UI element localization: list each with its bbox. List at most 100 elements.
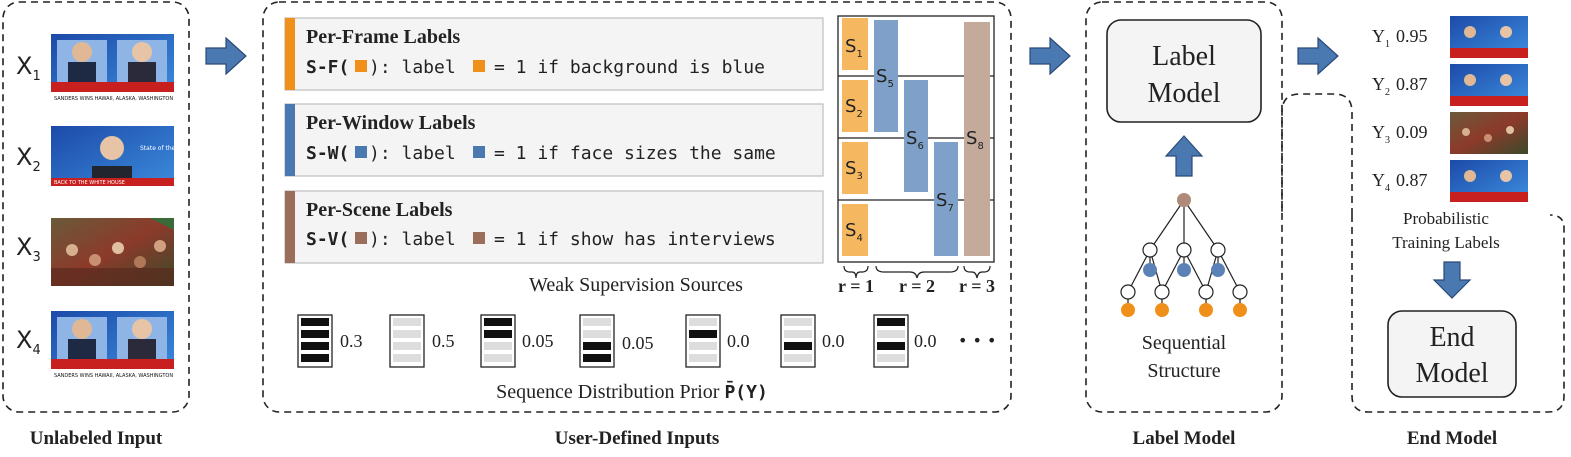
- input-x4-label: X4: [16, 326, 41, 358]
- input-x2-caption: BACK TO THE WHITE HOUSE: [54, 180, 125, 186]
- per-frame-rule: = 1 if background is blue: [494, 57, 765, 78]
- source-s8-bar: [964, 22, 990, 256]
- arrow-up-icon: [1164, 135, 1204, 177]
- window-swatch-icon-2: [473, 146, 485, 158]
- per-scene-labels-box: Per-Scene Labels S-V( ): label = 1 if sh…: [284, 190, 824, 264]
- source-s6-label: S6: [906, 128, 924, 152]
- input-x1: X1 SANDERS WINS HAWAII, ALASKA, WASHINGT…: [16, 34, 174, 102]
- outputs-caption-line2: Training Labels: [1392, 233, 1500, 252]
- unlabeled-input-title: Unlabeled Input: [30, 428, 163, 449]
- hidden-node-3: [1210, 242, 1226, 258]
- prior-seq-2: 0.5: [389, 314, 455, 368]
- resolution-r3: r = 3: [959, 276, 995, 296]
- unlabeled-input-panel: [2, 1, 190, 413]
- label-model-box: [1106, 19, 1262, 123]
- priors-ellipsis: • • •: [958, 331, 996, 350]
- per-frame-labels-box: Per-Frame Labels S-F( ): label = 1 if ba…: [284, 17, 824, 91]
- frame-node-2: [1155, 303, 1169, 317]
- per-window-code: S-W(: [306, 143, 349, 164]
- input-x1-thumbnail: SANDERS WINS HAWAII, ALASKA, WASHINGTON: [51, 34, 174, 102]
- window-node-1: [1143, 263, 1157, 277]
- input-x3: X3: [16, 218, 174, 286]
- source-s2-bar: [842, 80, 868, 132]
- arrow-right-icon-2: [1029, 36, 1071, 76]
- per-window-title: Per-Window Labels: [306, 112, 476, 134]
- prior-seq-1: 0.3: [297, 314, 363, 368]
- resolution-r1: r = 1: [838, 276, 874, 296]
- per-frame-title: Per-Frame Labels: [306, 26, 460, 48]
- prior-seq-3-value: 0.05: [522, 331, 554, 351]
- window-node-3: [1211, 263, 1225, 277]
- user-defined-inputs-title: User-Defined Inputs: [555, 428, 720, 449]
- graph-nodes: [1120, 193, 1248, 317]
- input-x2: X2 State of the UNION BACK TO THE WHITE …: [16, 126, 197, 194]
- user-defined-inputs-panel: [262, 1, 1012, 413]
- arrow-right-icon-3: [1297, 36, 1339, 76]
- per-scene-code: S-V(: [306, 229, 349, 250]
- root-node: [1177, 193, 1191, 207]
- hidden-node-1: [1142, 242, 1158, 258]
- input-x1-label: X1: [16, 52, 41, 84]
- input-x2-label: X2: [16, 143, 41, 175]
- source-s3-bar: [842, 142, 868, 194]
- end-model-box-line2: Model: [1415, 358, 1488, 389]
- source-s6-bar: [904, 80, 928, 192]
- input-x3-thumbnail: [51, 218, 174, 286]
- frame-node-1: [1121, 303, 1135, 317]
- prior-seq-6: 0.0: [780, 314, 845, 368]
- arrow-down-icon: [1432, 261, 1472, 299]
- prior-seq-7-value: 0.0: [914, 331, 937, 351]
- scene-swatch-icon-2: [473, 232, 485, 244]
- prior-seq-5: 0.0: [685, 314, 750, 368]
- prior-seq-7: 0.0: [873, 314, 937, 368]
- per-frame-code: S-F(: [306, 57, 349, 78]
- scene-swatch-icon: [355, 232, 367, 244]
- frame-node-3: [1199, 303, 1213, 317]
- per-window-rule: = 1 if face sizes the same: [494, 143, 776, 164]
- prior-seq-3: 0.05: [480, 314, 554, 368]
- label-model-title: Label Model: [1133, 428, 1236, 449]
- source-s5-label: S5: [876, 66, 894, 90]
- input-x4: X4 SANDERS WINS HAWAII, ALASKA, WASHINGT…: [16, 311, 174, 379]
- source-s8-label: S8: [966, 128, 984, 152]
- brace-r1: [843, 265, 869, 279]
- weak-supervision-caption: Weak Supervision Sources: [529, 274, 743, 296]
- prior-caption: Sequence Distribution Prior P̄(Y): [496, 381, 768, 403]
- prior-seq-1-value: 0.3: [340, 331, 363, 351]
- prior-seq-2-value: 0.5: [432, 331, 455, 351]
- window-node-2: [1177, 263, 1191, 277]
- weak-supervision-sources-diagram: S1 S2 S3 S4 S5 S6 S7 S8 r = 1 r = 2 r = …: [837, 15, 995, 296]
- frame-hidden-4: [1232, 284, 1248, 300]
- end-model-title: End Model: [1407, 428, 1497, 449]
- source-s2-label: S2: [845, 96, 863, 120]
- frame-swatch-icon-2: [473, 60, 485, 72]
- brace-r2: [875, 265, 959, 279]
- frame-swatch-icon: [355, 60, 367, 72]
- input-x4-thumbnail: SANDERS WINS HAWAII, ALASKA, WASHINGTON: [51, 311, 174, 379]
- source-s1-bar: [842, 18, 868, 70]
- input-x4-caption: SANDERS WINS HAWAII, ALASKA, WASHINGTON: [54, 373, 173, 379]
- source-s7-label: S7: [936, 190, 954, 214]
- source-s7-bar: [934, 142, 958, 256]
- frame-hidden-3: [1198, 284, 1214, 300]
- end-model-box-line1: End: [1429, 322, 1474, 353]
- source-s4-label: S4: [845, 220, 863, 244]
- source-s3-label: S3: [845, 158, 863, 182]
- prior-seq-6-value: 0.0: [822, 331, 845, 351]
- label-model-box-line2: Model: [1147, 78, 1220, 109]
- frame-hidden-1: [1120, 284, 1136, 300]
- structure-caption-line2: Structure: [1147, 360, 1220, 382]
- source-s4-bar: [842, 204, 868, 256]
- output-y3-thumbnail: [1450, 112, 1528, 154]
- per-window-desc: ): label: [369, 143, 456, 164]
- outputs-caption-line1: Probabilistic: [1403, 209, 1489, 228]
- label-model-box-line1: Label: [1152, 41, 1216, 72]
- hidden-node-2: [1176, 242, 1192, 258]
- brace-r3: [963, 265, 991, 279]
